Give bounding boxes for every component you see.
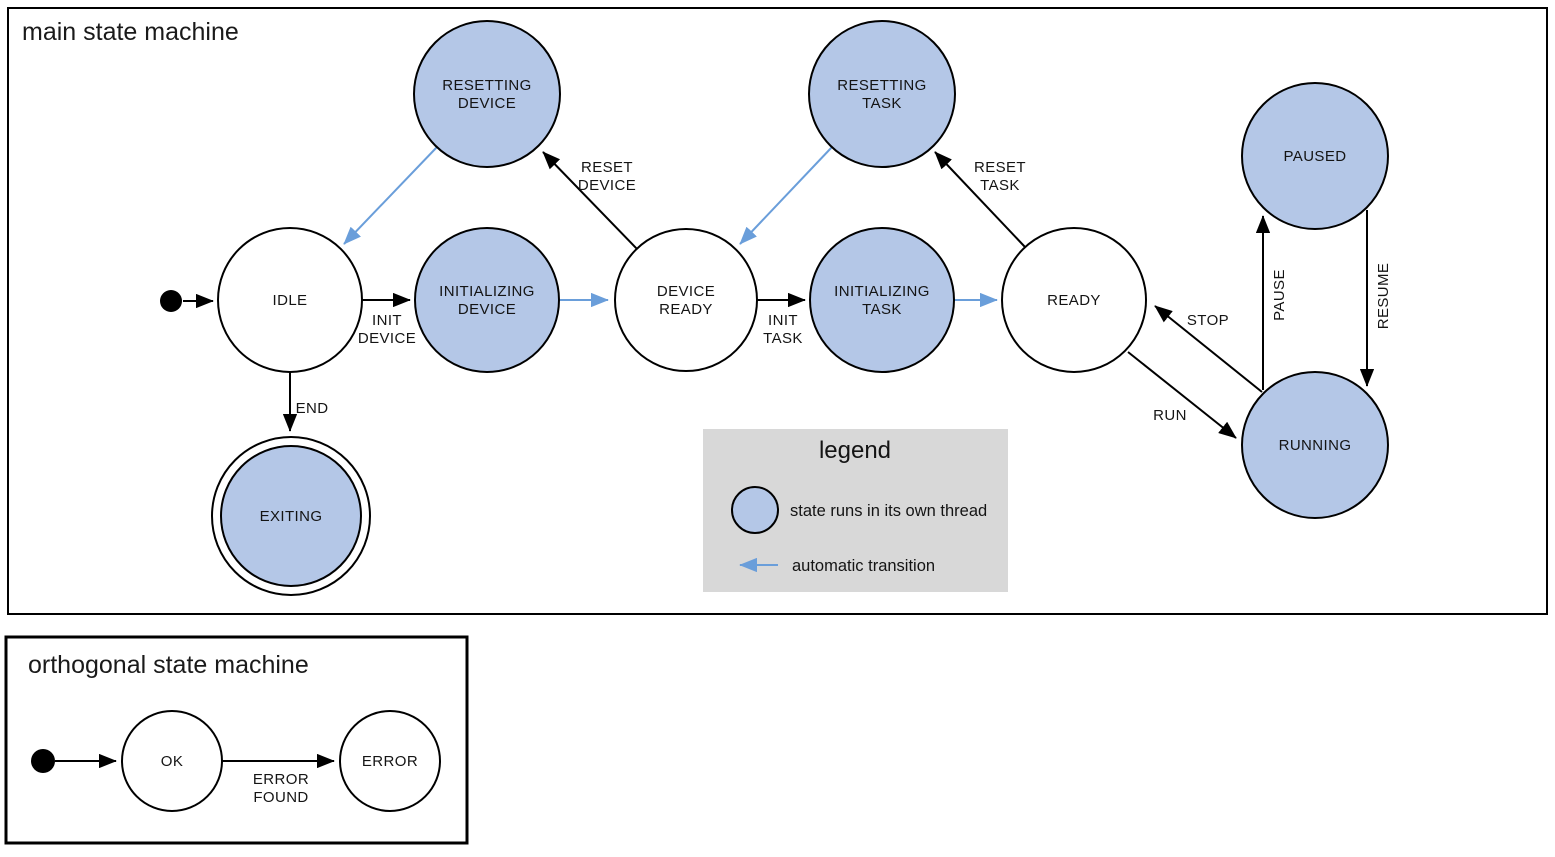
orthogonal-state-machine-panel: orthogonal state machine ERROR FOUND OK …: [4, 635, 469, 845]
transition-pause-label: PAUSE: [1271, 269, 1288, 321]
state-resetting-task: RESETTING TASK: [808, 20, 956, 168]
state-error: ERROR: [339, 710, 441, 812]
orthogonal-initial-state-dot: [31, 749, 55, 773]
legend-threaded-state-icon: [731, 486, 779, 534]
transition-reset-task-label-line2: TASK: [980, 177, 1020, 194]
state-paused-label: PAUSED: [1284, 148, 1347, 165]
state-ok: OK: [121, 710, 223, 812]
state-exiting-final: EXITING: [211, 436, 371, 596]
transition-stop: [1154, 305, 1263, 393]
state-resetting-device-circle: [413, 20, 561, 168]
transition-error-found-label-line1: ERROR: [253, 771, 309, 788]
transition-run-label: RUN: [1153, 407, 1187, 424]
transition-auto-resetting-task-to-device-ready: [739, 146, 833, 245]
state-paused: PAUSED: [1241, 82, 1389, 230]
state-ready: READY: [1001, 227, 1147, 373]
state-resetting-device: RESETTING DEVICE: [413, 20, 561, 168]
state-idle: IDLE: [217, 227, 363, 373]
state-paused-circle: [1241, 82, 1389, 230]
state-idle-circle: [217, 227, 363, 373]
transition-init-task-label-line2: TASK: [763, 330, 803, 347]
transition-reset-task-label-line1: RESET: [974, 159, 1026, 176]
state-running-label: RUNNING: [1279, 437, 1352, 454]
main-panel-title: main state machine: [22, 18, 239, 46]
legend-automatic-transition-label: automatic transition: [792, 557, 935, 575]
main-state-machine-panel: main state machine INIT DEVICE RESET DEV…: [7, 7, 1548, 615]
transition-init-device-label-line1: INIT: [372, 312, 402, 329]
state-exiting-label: EXITING: [260, 508, 323, 525]
transition-reset-device-label-line1: RESET: [581, 159, 633, 176]
state-initializing-task: INITIALIZING TASK: [809, 227, 955, 373]
state-running: RUNNING: [1241, 371, 1389, 519]
state-resetting-task-circle: [808, 20, 956, 168]
state-resetting-device-label-line1: RESETTING: [442, 77, 531, 94]
transition-stop-label: STOP: [1187, 312, 1229, 329]
state-initializing-device-label-line1: INITIALIZING: [439, 283, 535, 300]
state-exiting-circle: [220, 445, 362, 587]
transition-reset-device-label-line2: DEVICE: [578, 177, 636, 194]
state-initializing-device-circle: [414, 227, 560, 373]
state-ok-circle: [121, 710, 223, 812]
state-device-ready-circle: [614, 228, 758, 372]
main-panel-border: [7, 7, 1548, 615]
transition-init-task-label-line1: INIT: [768, 312, 798, 329]
state-device-ready: DEVICE READY: [614, 228, 758, 372]
state-initializing-task-label-line2: TASK: [862, 301, 902, 318]
state-initializing-task-circle: [809, 227, 955, 373]
transition-reset-device: [542, 151, 638, 250]
orthogonal-panel-border: [4, 635, 469, 845]
state-error-circle: [339, 710, 441, 812]
state-device-ready-label-line1: DEVICE: [657, 283, 715, 300]
state-initializing-device: INITIALIZING DEVICE: [414, 227, 560, 373]
transition-auto-resetting-device-to-idle: [343, 146, 438, 245]
transition-run: [1127, 351, 1237, 439]
legend-title: legend: [819, 437, 891, 464]
orthogonal-panel-title: orthogonal state machine: [28, 651, 309, 679]
state-resetting-device-label-line2: DEVICE: [458, 95, 516, 112]
legend-threaded-state-label: state runs in its own thread: [790, 502, 987, 520]
state-error-label: ERROR: [362, 753, 418, 770]
initial-state-dot: [160, 290, 182, 312]
state-idle-label: IDLE: [273, 292, 308, 309]
transition-reset-task: [934, 151, 1026, 248]
state-ok-label: OK: [161, 753, 183, 770]
transition-error-found-label-line2: FOUND: [253, 789, 308, 806]
state-ready-circle: [1001, 227, 1147, 373]
state-ready-label: READY: [1047, 292, 1101, 309]
transition-end-label: END: [296, 400, 329, 417]
legend: legend state runs in its own thread auto…: [703, 429, 1008, 592]
state-device-ready-label-line2: READY: [659, 301, 713, 318]
state-initializing-device-label-line2: DEVICE: [458, 301, 516, 318]
state-initializing-task-label-line1: INITIALIZING: [834, 283, 930, 300]
state-resetting-task-label-line2: TASK: [862, 95, 902, 112]
transition-resume-label: RESUME: [1375, 263, 1392, 330]
state-resetting-task-label-line1: RESETTING: [837, 77, 926, 94]
state-running-circle: [1241, 371, 1389, 519]
transition-init-device-label-line2: DEVICE: [358, 330, 416, 347]
